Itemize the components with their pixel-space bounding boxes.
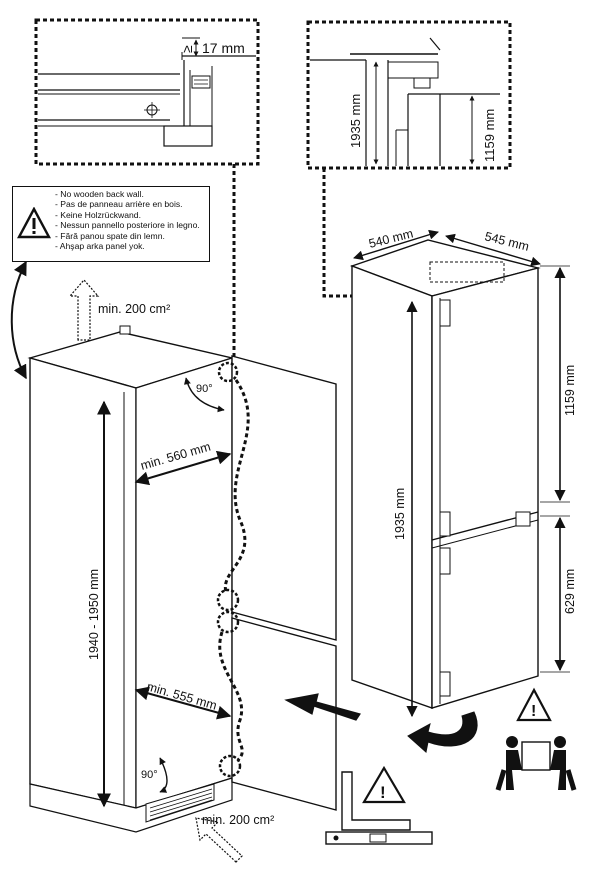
niche-top-vent-label: min. 200 cm² [98, 302, 170, 316]
angle-bottom-arc [159, 757, 168, 793]
warning-line-en: - No wooden back wall. [55, 189, 144, 199]
detail-box-hinge [34, 18, 260, 166]
hinge-marker-bottom [218, 754, 242, 778]
clearance-label: 17 mm [202, 40, 245, 56]
vent-arrow-bottom [195, 817, 243, 863]
appliance-body [349, 239, 541, 709]
rotate-arrow [407, 711, 478, 753]
warning-line-de: - Keine Holzrückwand. [55, 209, 141, 220]
detail-box-top [306, 20, 512, 170]
spirit-level-icon: ! [325, 765, 433, 845]
two-person-lift-icon: ! [495, 687, 577, 791]
vent-arrow-top [68, 279, 100, 341]
appliance-depth-arrow [445, 233, 541, 267]
hinge-marker-top [217, 361, 239, 383]
warning-line-tr: - Ahşap arka panel yok. [55, 241, 145, 252]
warning-pointer-arrow [10, 260, 27, 380]
furniture-doors [231, 355, 337, 811]
hinge-chain-upper [223, 379, 250, 593]
appliance-height-label: 1935 mm [393, 488, 407, 540]
warning-line-fr: - Pas de panneau arrière en bois. [55, 199, 183, 210]
appliance-lower-door-label: 629 mm [563, 569, 577, 614]
warning-triangle-icon [17, 207, 51, 239]
niche-height-label: 1940 - 1950 mm [87, 569, 101, 660]
warning-line-it: - Nessun pannello posteriore in legno. [55, 220, 200, 231]
detail-height-label: 1935 mm [348, 94, 363, 148]
niche-width-bottom-arrow [134, 686, 232, 720]
appliance-upper-door-label: 1159 mm [563, 365, 577, 416]
hinge-chain-lower [218, 631, 244, 762]
svg-text:!: ! [531, 703, 536, 720]
niche-angle-bottom-label: 90° [141, 769, 158, 781]
niche-bottom-vent-label: min. 200 cm² [202, 813, 274, 827]
hinge-marker-middle [216, 588, 240, 612]
warning-box: - No wooden back wall. - Pas de panneau … [12, 186, 210, 262]
warning-text-list: - No wooden back wall. - Pas de panneau … [55, 189, 200, 251]
appliance-width-arrow [353, 229, 439, 261]
detail-door-label: 1159 mm [482, 109, 497, 162]
niche-width-top-arrow [134, 450, 232, 486]
insert-direction-arrow [284, 693, 361, 721]
svg-text:!: ! [380, 783, 386, 802]
warning-line-ro: - Fără panou spate din lemn. [55, 230, 165, 241]
angle-top-arc [184, 377, 225, 413]
clearance-symbol: ≥ [179, 45, 195, 53]
hinge-marker-middle-2 [216, 610, 240, 634]
niche-angle-top-label: 90° [196, 383, 213, 395]
appliance-depth-label: 545 mm [483, 229, 530, 254]
